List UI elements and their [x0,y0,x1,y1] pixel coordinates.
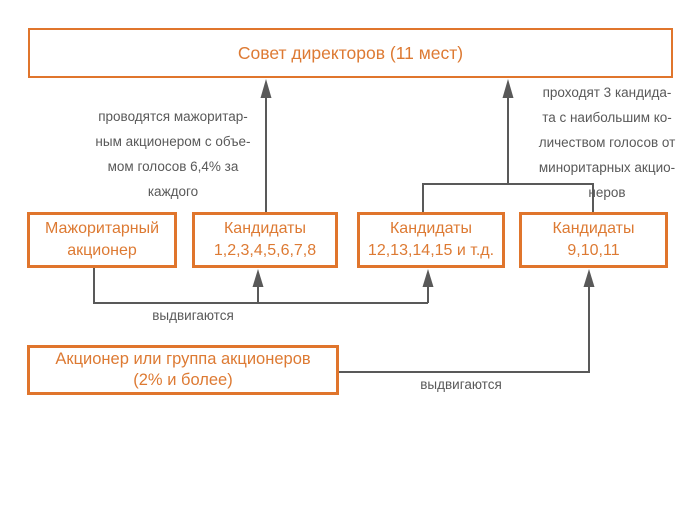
shareholder-group-label-line2: (2% и более) [133,371,233,389]
nominate-label-left: выдвигаются [152,308,234,323]
minority-result-annotation: проходят 3 кандида- та с наибольшим ко- … [518,80,696,205]
candidates-9-11-box: Кандидаты 9,10,11 [519,212,668,268]
arrow-shareholders-nominate [339,269,595,373]
candidates-12-15-label-line2: 12,13,14,15 и т.д. [367,242,495,259]
candidates-1-8-label-line2: 1,2,3,4,5,6,7,8 [213,242,317,259]
arrow-minority-candidates-to-board [422,79,594,212]
annotation-line: каждого [147,184,199,199]
annotation-line: мом голосов 6,4% за [107,159,239,174]
shareholder-group-label-line1: Акционер или группа акционеров [55,350,311,368]
annotation-line: неров [588,185,626,200]
annotation-line: проводятся мажоритар- [98,109,248,124]
board-of-directors-label: Совет директоров (11 мест) [237,42,464,63]
board-of-directors-box: Совет директоров (11 мест) [28,28,673,78]
majority-shareholder-label-line1: Мажоритарный [44,220,160,237]
arrow-majority-nominates [93,268,434,304]
annotation-line: миноритарных акцио- [538,160,676,175]
candidates-12-15-box: Кандидаты 12,13,14,15 и т.д. [357,212,505,268]
annotation-line: ным акционером с объе- [95,134,251,149]
candidates-1-8-box: Кандидаты 1,2,3,4,5,6,7,8 [192,212,338,268]
majority-shareholder-box: Мажоритарный акционер [27,212,177,268]
arrow-candidates-1-8-to-board [260,79,272,212]
shareholder-group-box: Акционер или группа акционеров (2% и бол… [27,345,339,395]
majority-shareholder-label-line2: акционер [67,242,137,259]
candidates-12-15-label-line1: Кандидаты [389,220,473,237]
annotation-line: та с наибольшим ко- [542,110,672,125]
majority-voting-annotation: проводятся мажоритар- ным акционером с о… [83,104,263,204]
candidates-9-11-label-line1: Кандидаты [552,220,635,237]
nominate-label-right: выдвигаются [420,377,502,392]
candidates-1-8-label-line1: Кандидаты [223,220,307,237]
annotation-line: личеством голосов от [538,135,676,150]
candidates-9-11-label-line2: 9,10,11 [567,242,620,259]
annotation-line: проходят 3 кандида- [542,85,672,100]
